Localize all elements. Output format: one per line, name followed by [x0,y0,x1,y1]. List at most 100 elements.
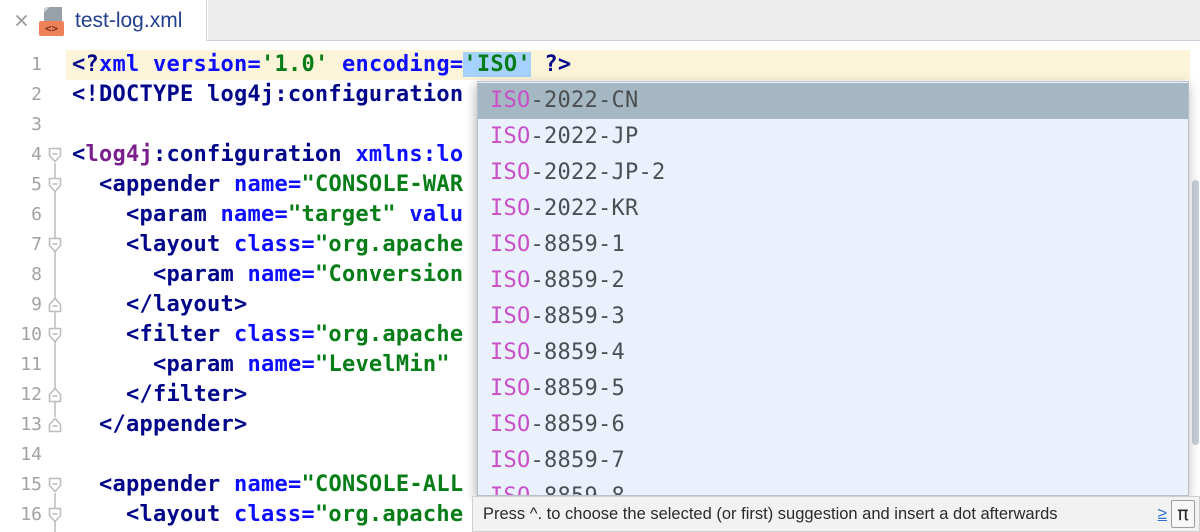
shortcut-link-icon[interactable]: ≥ [1157,504,1167,523]
code-token: <filter [125,322,221,347]
code-token: "org.apache [314,502,464,527]
code-line[interactable]: <param name="LevelMin" [72,350,450,380]
line-number: 16 [20,504,42,525]
matched-prefix: ISO [490,412,531,437]
matched-prefix: ISO [490,232,531,257]
item-label-rest: -8859-3 [530,304,625,329]
tab-title: test-log.xml [75,8,183,32]
code-token [234,262,248,287]
completion-item[interactable]: ISO-2022-KR [478,191,1188,227]
code-token: "Conversion [314,262,464,287]
code-token: name= [233,172,302,197]
code-token [72,502,126,527]
code-line[interactable]: <layout class="org.apache [72,230,463,260]
selected-text: 'ISO' [463,52,531,77]
fold-down-icon[interactable] [48,177,62,193]
item-label-rest: -2022-JP-2 [530,160,666,185]
code-line[interactable]: <log4j:configuration xmlns:lo [72,140,463,170]
line-number: 8 [31,264,42,285]
editor-scrollbar-thumb[interactable] [1192,180,1199,445]
fold-down-icon[interactable] [48,147,62,163]
item-label-rest: -8859-2 [530,268,625,293]
code-line[interactable]: <param name="target" valu [72,200,463,230]
tab-test-log-xml[interactable]: <> test-log.xml [0,0,207,41]
completion-item[interactable]: ISO-2022-CN [478,83,1188,119]
completion-item[interactable]: ISO-8859-2 [478,263,1188,299]
line-number: 10 [20,324,42,345]
tab-bar-empty-area [208,0,1200,40]
fold-up-icon[interactable] [48,297,62,313]
matched-prefix: ISO [490,268,531,293]
line-number: 11 [20,354,42,375]
code-token: valu [409,202,464,227]
item-label-rest: -8859-1 [530,232,625,257]
completion-item[interactable]: ISO-8859-3 [478,299,1188,335]
matched-prefix: ISO [490,160,531,185]
code-token: <param [152,262,234,287]
code-token: "org.apache [314,232,464,257]
code-token: ?> [544,52,572,77]
code-token: "CONSOLE-ALL [301,472,464,497]
code-line[interactable]: </appender> [72,410,247,440]
code-token: log4j [85,142,153,167]
matched-prefix: ISO [490,304,531,329]
completion-item[interactable]: ISO-8859-1 [478,227,1188,263]
code-token: name= [247,352,315,377]
item-label-rest: -2022-JP [530,124,639,149]
pi-icon-button[interactable]: π [1171,500,1195,528]
line-number: 7 [31,234,42,255]
code-token: </layout> [125,292,248,317]
fold-down-icon[interactable] [48,327,62,343]
fold-up-icon[interactable] [48,417,62,433]
code-token: <!DOCTYPE log4j:configuration [72,82,464,107]
item-label-rest: -8859-4 [530,340,625,365]
code-line[interactable]: <param name="Conversion [72,260,463,290]
code-token: "CONSOLE-WAR [301,172,464,197]
fold-up-icon[interactable] [48,387,62,403]
code-line[interactable]: </layout> [72,290,247,320]
line-number: 1 [31,54,42,75]
completion-item[interactable]: ISO-8859-4 [478,335,1188,371]
code-line[interactable]: <filter class="org.apache [72,320,463,350]
completion-item[interactable]: ISO-8859-6 [478,407,1188,443]
code-line[interactable]: </filter> [72,380,247,410]
item-label-rest: -2022-CN [530,88,639,113]
line-number: 6 [31,204,42,225]
fold-down-icon[interactable] [48,507,62,523]
code-line[interactable]: <?xml version='1.0' encoding='ISO' ?> [72,50,571,80]
code-token: name= [247,262,315,287]
code-line[interactable]: <appender name="CONSOLE-ALL [72,470,463,500]
completion-item[interactable]: ISO-8859-8 [478,479,1188,495]
code-token: encoding= [341,52,464,77]
line-number: 5 [31,174,42,195]
completion-item[interactable]: ISO-2022-JP [478,119,1188,155]
close-tab-icon[interactable] [12,12,30,30]
code-line[interactable]: <appender name="CONSOLE-WAR [72,170,463,200]
matched-prefix: ISO [490,340,531,365]
code-token [72,262,153,287]
code-token: "target" [287,202,396,227]
editor-tab-bar: <> test-log.xml [0,0,1200,41]
completion-item[interactable]: ISO-8859-7 [478,443,1188,479]
code-token [72,202,126,227]
completion-item[interactable]: ISO-8859-5 [478,371,1188,407]
code-token: class= [233,232,315,257]
file-fold-corner [44,6,50,13]
code-token: </appender> [99,412,248,437]
completion-item[interactable]: ISO-2022-JP-2 [478,155,1188,191]
matched-prefix: ISO [490,196,531,221]
code-token: <param [125,202,207,227]
code-token [72,472,99,497]
code-token: xml [99,52,140,77]
code-line[interactable]: <layout class="org.apache [72,500,463,530]
code-token [220,172,234,197]
line-number: 9 [31,294,42,315]
code-token [140,52,154,77]
item-label-rest: -8859-8 [531,484,625,495]
fold-down-icon[interactable] [48,237,62,253]
code-token [220,232,234,257]
fold-down-icon[interactable] [48,477,62,493]
code-token: < [72,142,86,167]
code-line[interactable]: <!DOCTYPE log4j:configuration [72,80,463,110]
matched-prefix: ISO [490,124,531,149]
